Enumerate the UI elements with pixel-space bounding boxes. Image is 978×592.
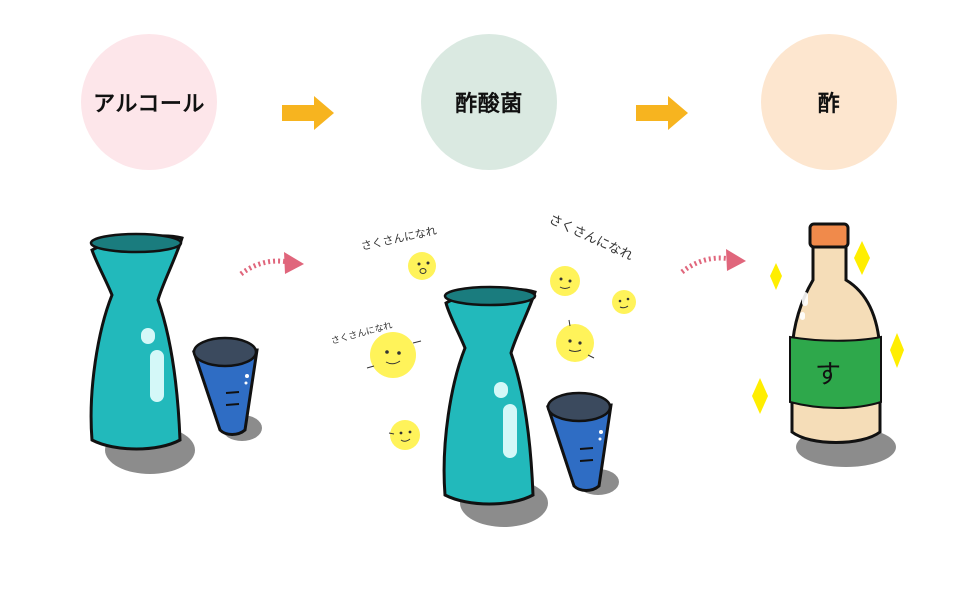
sake-cup-middle bbox=[545, 391, 619, 495]
stage-vinegar: 酢 bbox=[761, 34, 897, 170]
tokkuri-illustration-middle bbox=[442, 285, 548, 527]
stage-alcohol: アルコール bbox=[81, 34, 217, 170]
stage-acetobacter: 酢酸菌 bbox=[421, 34, 557, 170]
sake-cup-left bbox=[191, 336, 262, 441]
bacterium bbox=[550, 266, 580, 296]
tokkuri-illustration-left bbox=[89, 232, 195, 474]
curved-arrow-icon bbox=[239, 252, 304, 277]
bottle-label-text: す bbox=[815, 360, 841, 390]
bacterium bbox=[366, 332, 422, 378]
curved-arrow-icon bbox=[680, 249, 746, 274]
bacterium bbox=[556, 319, 595, 362]
bacterium bbox=[408, 252, 436, 280]
bacterium bbox=[388, 420, 420, 450]
stage-acetobacter-label: 酢酸菌 bbox=[455, 92, 523, 117]
vinegar-bottle: す bbox=[789, 222, 896, 467]
stage-vinegar-label: 酢 bbox=[817, 92, 841, 117]
flow-arrow-icon bbox=[636, 96, 688, 130]
bacterium bbox=[612, 290, 636, 314]
sparkle-icon bbox=[752, 241, 904, 414]
bacteria-phrase-3: さくさんになれ bbox=[546, 212, 635, 264]
bacteria-phrase-1: さくさんになれ bbox=[360, 224, 438, 253]
flow-arrow-icon bbox=[282, 96, 334, 130]
stage-alcohol-label: アルコール bbox=[93, 92, 205, 117]
